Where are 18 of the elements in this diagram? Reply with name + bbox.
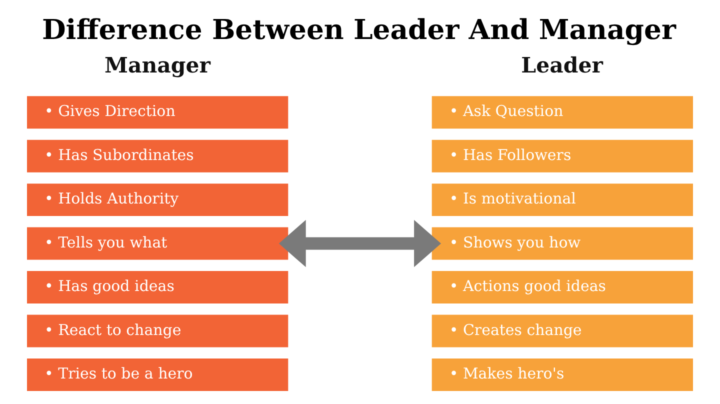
node-box: • Ask Question [432,96,693,129]
diagram-title: Difference Between Leader And Manager [42,14,676,46]
label: Manager [104,53,210,78]
node-box: • Holds Authority [27,184,288,216]
node-box: • Has Subordinates [27,140,288,172]
node-box: • Is motivational [432,184,693,216]
node-box: • Tries to be a hero [27,358,288,391]
node-box: • Tells you what [27,227,288,260]
node-box: • Has Followers [432,140,693,172]
node-box: • React to change [27,314,288,348]
node-box: • Creates change [432,314,693,348]
node-box: • Shows you how [432,227,693,260]
label: Leader [521,53,603,78]
arrow [278,220,442,268]
node-box: • Makes hero's [432,358,693,391]
node-box: • Has good ideas [27,271,288,304]
node-box: • Gives Direction [27,96,288,129]
node-box: • Actions good ideas [432,271,693,304]
